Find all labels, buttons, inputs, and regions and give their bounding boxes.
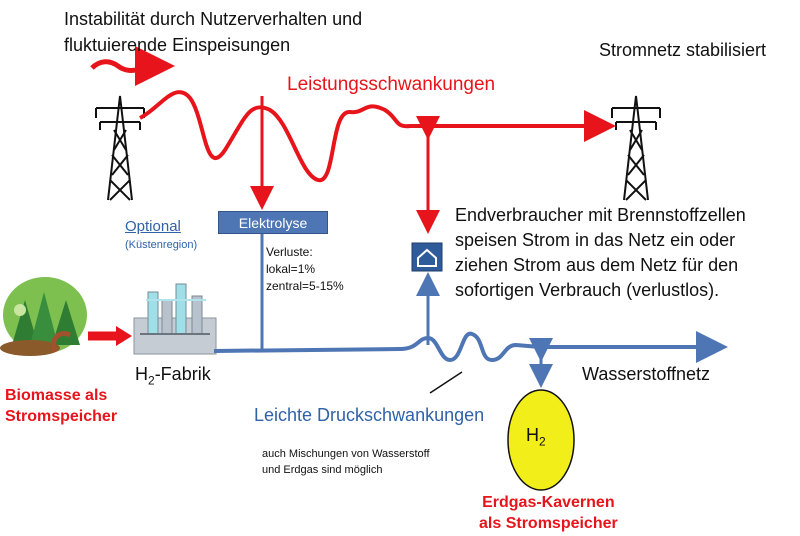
pressure-fluctuations-label: Leichte Druckschwankungen [254, 405, 485, 425]
losses-title: Verluste: [266, 245, 313, 259]
house-icon [411, 242, 443, 272]
gas-mix-line1: auch Mischungen von Wasserstoff [262, 448, 430, 460]
pressure-pointer-line [429, 371, 463, 394]
caverns-line2: als Stromspeicher [479, 515, 618, 532]
hydrogen-network-label: Wasserstoffnetz [582, 364, 711, 384]
losses-central: zentral=5-15% [266, 279, 344, 293]
tank-h2-label: H2 [526, 425, 546, 449]
caverns-line1: Erdgas-Kavernen [482, 494, 615, 511]
end-user-description: Endverbraucher mit Brennstoffzellen spei… [455, 203, 746, 303]
losses-local: lokal=1% [266, 262, 316, 276]
optional-label: Optional [125, 218, 181, 235]
h2-cavern-tank [507, 389, 575, 491]
caverns-label: Erdgas-Kavernen als Stromspeicher [479, 492, 618, 534]
power-tower-right-icon [611, 95, 661, 201]
h2-factory-icon [133, 283, 217, 355]
h2-factory-label: H2-Fabrik [135, 364, 211, 388]
factory-suffix: -Fabrik [154, 364, 211, 384]
biomass-line2: Stromspeicher [5, 408, 118, 425]
power-fluctuations-label: Leistungsschwankungen [287, 74, 496, 95]
gas-mix-note: auch Mischungen von Wasserstoff und Erdg… [262, 446, 430, 478]
end-user-line: ziehen Strom aus dem Netz für den [455, 255, 739, 275]
tank-main: H [526, 425, 539, 445]
factory-subscript: 2 [148, 373, 155, 388]
instability-title: Instabilität durch Nutzerverhalten und f… [64, 6, 362, 58]
coastal-region-label: (Küstenregion) [125, 239, 198, 251]
grid-stabilized-label: Stromnetz stabilisiert [599, 40, 767, 60]
power-fluctuation-line [139, 90, 420, 183]
instability-arrow [90, 46, 175, 86]
hydrogen-pipe [213, 331, 728, 363]
biomass-label: Biomasse als Stromspeicher [5, 385, 117, 427]
power-tower-left-icon [95, 95, 145, 201]
biomass-icon [0, 277, 87, 356]
electrolysis-box: Elektrolyse [218, 211, 328, 234]
losses-label: Verluste: lokal=1% zentral=5-15% [266, 244, 344, 295]
end-user-line: speisen Strom in das Netz ein oder [455, 230, 736, 250]
factory-prefix: H [135, 364, 148, 384]
gas-mix-line2: und Erdgas sind möglich [262, 464, 383, 476]
instability-title-line2: fluktuierende Einspeisungen [64, 35, 291, 55]
biomass-line1: Biomasse als [5, 387, 108, 404]
end-user-line: Endverbraucher mit Brennstoffzellen [455, 205, 746, 225]
tank-subscript: 2 [539, 434, 546, 449]
end-user-line: sofortigen Verbrauch (verlustlos). [455, 280, 720, 300]
instability-title-line1: Instabilität durch Nutzerverhalten und [64, 9, 363, 29]
